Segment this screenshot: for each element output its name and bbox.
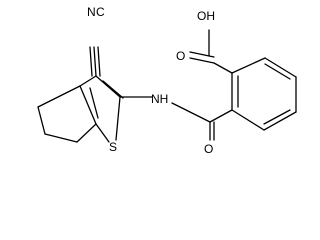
bond xyxy=(76,123,97,143)
bond xyxy=(37,85,81,108)
bond xyxy=(231,57,266,74)
bond xyxy=(213,62,233,74)
bond xyxy=(189,57,215,64)
atom-label-o-amide: O xyxy=(204,142,213,156)
bond xyxy=(189,51,215,58)
bond xyxy=(263,111,297,131)
atom-label-n-nitrile: N xyxy=(87,5,96,19)
bond xyxy=(209,109,233,123)
bond xyxy=(79,85,97,125)
bond xyxy=(115,96,121,141)
atom-label-o-carbonyl: O xyxy=(176,49,185,63)
bond xyxy=(231,109,265,131)
atom-label-s: S xyxy=(109,140,117,154)
atom-label-oh: OH xyxy=(197,9,215,23)
structure-canvas: N C OH O NH S O xyxy=(37,5,297,156)
bond xyxy=(264,57,297,78)
bond xyxy=(79,75,97,87)
bond xyxy=(37,106,46,135)
bond xyxy=(264,63,291,80)
bond xyxy=(93,46,97,77)
bond xyxy=(263,109,291,125)
bond xyxy=(89,46,93,77)
atom-label-nh: NH xyxy=(151,92,168,106)
bond xyxy=(95,75,121,98)
bond xyxy=(44,133,78,143)
atom-label-c-nitrile: C xyxy=(96,5,105,19)
bond xyxy=(102,80,124,99)
bond xyxy=(171,102,211,123)
bond xyxy=(89,87,99,119)
molecule-structure: N C OH O NH S O xyxy=(37,5,297,156)
bond xyxy=(97,46,101,77)
bond xyxy=(95,123,110,143)
